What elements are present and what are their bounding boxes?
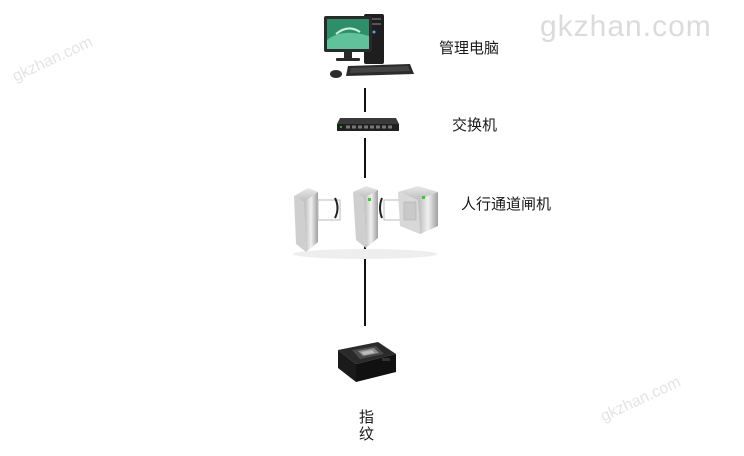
node-label-switch: 交换机 (452, 116, 498, 134)
fingerprint-reader-icon (330, 336, 400, 392)
connector-pc-switch (364, 88, 366, 112)
watermark-bottom-right: gkzhan.com (598, 373, 684, 426)
desktop-computer-icon (322, 10, 422, 82)
node-label-pc: 管理电脑 (439, 39, 500, 57)
node-label-fingerprint: 指纹 (357, 409, 375, 443)
watermark-top-left: gkzhan.com (10, 33, 96, 86)
network-switch-icon (336, 114, 400, 134)
connector-switch-gate (364, 138, 366, 178)
node-label-gate: 人行通道闸机 (461, 195, 552, 213)
swing-gate-turnstile-icon (290, 182, 440, 260)
watermark-top-right: gkzhan.com (540, 10, 712, 43)
connector-gate-fingerprint (364, 244, 366, 326)
